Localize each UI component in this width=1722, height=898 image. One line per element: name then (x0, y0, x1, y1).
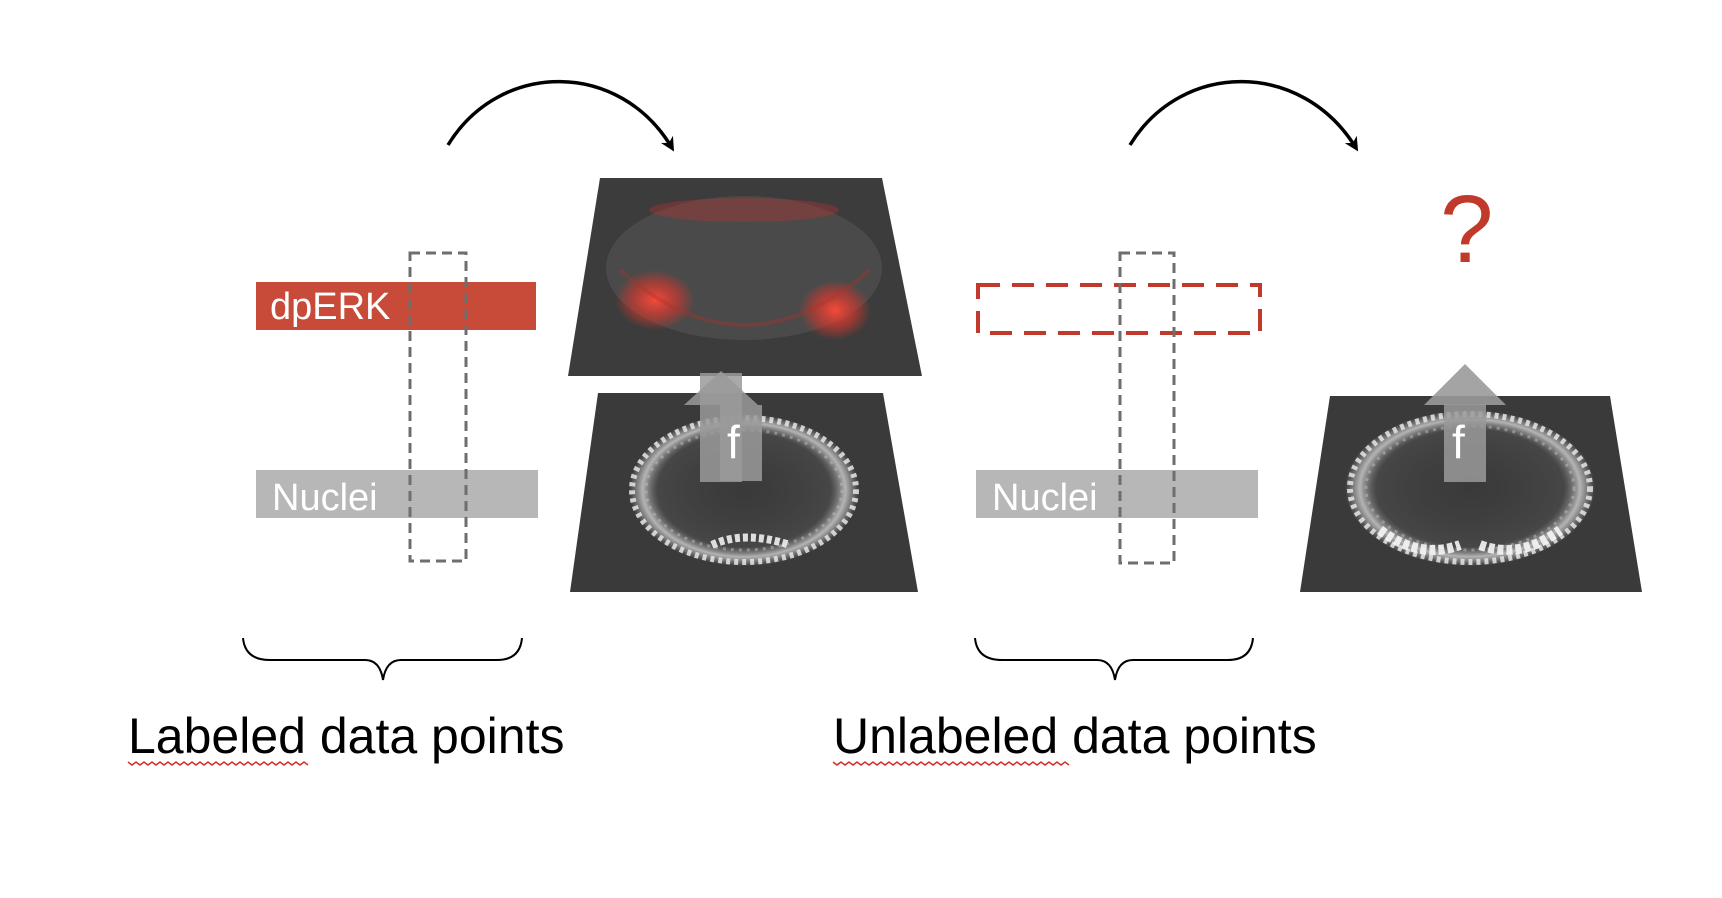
spellcheck-underline-left (127, 761, 309, 766)
caption-labeled: Labeled data points (128, 708, 564, 764)
function-label-right: f (1452, 416, 1465, 468)
dperk-bar (256, 282, 536, 330)
sample-column-outline-right (1118, 251, 1176, 565)
dperk-image-panel (568, 178, 922, 376)
sample-column-outline-left (408, 251, 468, 563)
nuclei-bar-label-right: Nuclei (992, 477, 1098, 519)
brace-labeled (242, 637, 523, 681)
spellcheck-underline-right (832, 761, 1070, 766)
curved-arrow-right (1128, 79, 1359, 152)
function-up-arrow-left (684, 371, 762, 482)
nuclei-bar-label-left: Nuclei (272, 477, 378, 519)
nuclei-image-panel-left (570, 393, 918, 592)
caption-unlabeled: Unlabeled data points (833, 708, 1317, 764)
curved-arrow-left (446, 79, 675, 152)
nuclei-image-panel-right (1300, 396, 1642, 592)
nuclei-bar-left (256, 470, 538, 518)
nuclei-bar-right (976, 470, 1258, 518)
brace-unlabeled (974, 637, 1254, 681)
dperk-bar-label: dpERK (270, 286, 390, 328)
unknown-output-mark: ? (1440, 176, 1493, 283)
function-up-arrow-right (1424, 364, 1506, 482)
function-label-left: f (727, 416, 740, 468)
